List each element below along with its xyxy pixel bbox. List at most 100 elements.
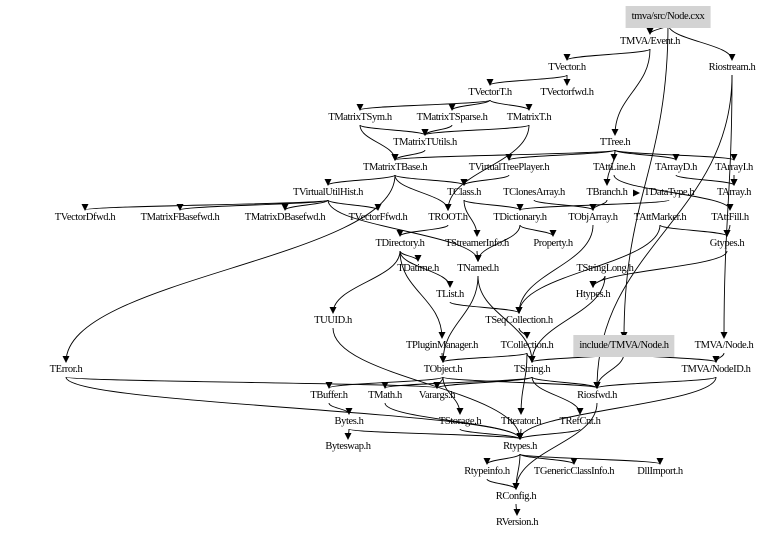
edge-n31-to-n38: [399, 250, 454, 288]
graph-node-riostream-h[interactable]: Riostream.h: [708, 62, 756, 73]
graph-node-tgenericclassinfo-h[interactable]: TGenericClassInfo.h: [533, 466, 615, 477]
edge-n44-to-n53: [593, 352, 625, 389]
graph-node-dllimport-h[interactable]: DllImport.h: [637, 466, 683, 477]
graph-node-tdictionary-h[interactable]: TDictionary.h: [493, 212, 547, 223]
edge-n43-to-n56: [517, 352, 528, 415]
edge-n54-to-n59: [348, 428, 524, 440]
graph-node-tlist-h[interactable]: TList.h: [436, 289, 464, 300]
graph-node-rtypes-h[interactable]: Rtypes.h: [503, 441, 537, 452]
graph-node-tstreamerinfo-h[interactable]: TStreamerInfo.h: [445, 238, 509, 249]
edge-n43-to-n47: [439, 352, 528, 363]
graph-node-tmatrixt-h[interactable]: TMatrixT.h: [506, 112, 552, 123]
graph-node-tmva-event-h[interactable]: TMVA/Event.h: [619, 36, 681, 47]
graph-node-tarrayd-h[interactable]: TArrayD.h: [655, 162, 697, 173]
graph-node-troot-h[interactable]: TROOT.h: [428, 212, 468, 223]
graph-node-tcollection-h[interactable]: TCollection.h: [500, 340, 554, 351]
graph-node-tbuffer-h[interactable]: TBuffer.h: [310, 390, 348, 401]
graph-node-tobjarray-h[interactable]: TObjArray.h: [568, 212, 618, 223]
edge-n11-to-n26: [394, 174, 452, 211]
edge-n31-to-n42: [399, 250, 446, 339]
edge-n10-to-n15: [614, 149, 738, 161]
graph-node-tmatrixfbasefwd-h[interactable]: TMatrixFBasefwd.h: [140, 212, 220, 223]
edge-n28-to-n41: [515, 224, 594, 314]
graph-node-tmatrixtsparse-h[interactable]: TMatrixTSparse.h: [416, 112, 488, 123]
graph-node-tattline-h[interactable]: TAttLine.h: [592, 162, 636, 173]
graph-node-trefcnt-h[interactable]: TRefCnt.h: [559, 416, 601, 427]
graph-node-tmatrixtsym-h[interactable]: TMatrixTSym.h: [328, 112, 392, 123]
graph-node-tdatime-h[interactable]: TDatime.h: [397, 263, 439, 274]
graph-node-tvirtualutilhist-h[interactable]: TVirtualUtilHist.h: [292, 187, 364, 198]
edge-n10-to-n11: [391, 149, 616, 161]
edge-n30-to-n34: [723, 224, 731, 237]
graph-node-gtypes-h[interactable]: Gtypes.h: [709, 238, 745, 249]
edge-n0-to-n2: [667, 23, 736, 61]
graph-node-tvector-h[interactable]: TVector.h: [548, 62, 586, 73]
graph-node-tclonesarray-h[interactable]: TClonesArray.h: [503, 187, 565, 198]
graph-node-tmva-src-node-cxx[interactable]: tmva/src/Node.cxx: [625, 6, 711, 28]
edge-n4-to-n8: [489, 99, 533, 111]
graph-node-tvectorfwd-h[interactable]: TVectorfwd.h: [540, 87, 594, 98]
graph-node-property-h[interactable]: Property.h: [533, 238, 573, 249]
graph-node-htypes-h[interactable]: Htypes.h: [575, 289, 611, 300]
graph-node-tattfill-h[interactable]: TAttFill.h: [711, 212, 749, 223]
graph-node-bytes-h[interactable]: Bytes.h: [334, 416, 364, 427]
edge-n32-to-n36: [474, 250, 482, 262]
graph-node-tobject-h[interactable]: TObject.h: [423, 364, 463, 375]
edge-n10-to-n12: [505, 149, 616, 161]
graph-node-tvectorffwd-h[interactable]: TVectorFfwd.h: [348, 212, 408, 223]
edge-n1-to-n3: [563, 48, 651, 61]
graph-node-varargs-h[interactable]: Varargs.h: [418, 390, 456, 401]
edge-n37-to-n39: [589, 275, 606, 288]
graph-node-tstorage-h[interactable]: TStorage.h: [438, 416, 482, 427]
graph-node-tbranch-h[interactable]: TBranch.h: [586, 187, 628, 198]
graph-node-tmatrixtbase-h[interactable]: TMatrixTBase.h: [362, 162, 428, 173]
graph-node-tuuid-h[interactable]: TUUID.h: [314, 315, 352, 326]
edge-n49-to-n59: [516, 376, 717, 440]
graph-node-tarrayi-h[interactable]: TArrayI.h: [715, 162, 753, 173]
graph-node-rversion-h[interactable]: RVersion.h: [495, 517, 539, 528]
graph-node-tarray-h[interactable]: TArray.h: [716, 187, 752, 198]
graph-node-riosfwd-h[interactable]: Riosfwd.h: [577, 390, 617, 401]
edge-n6-to-n11: [359, 124, 399, 161]
graph-node-tmatrixtutils-h[interactable]: TMatrixTUtils.h: [393, 137, 457, 148]
edge-n11-to-n17: [394, 174, 468, 186]
edge-n6-to-n9: [359, 124, 429, 136]
graph-node-tmva-nodeid-h[interactable]: TMVA/NodeID.h: [681, 364, 751, 375]
graph-node-tstringlong-h[interactable]: TStringLong.h: [576, 263, 634, 274]
edge-n41-to-n43: [518, 327, 531, 339]
graph-node-tstring-h[interactable]: TString.h: [513, 364, 551, 375]
edge-n48-to-n51: [381, 376, 533, 389]
edge-n53-to-n63: [512, 402, 598, 490]
graph-node-tpluginmanager-h[interactable]: TPluginManager.h: [405, 340, 479, 351]
edge-n11-to-n16: [324, 174, 396, 186]
graph-node-ttree-h[interactable]: TTree.h: [599, 137, 631, 148]
graph-node-include-tmva-node-h[interactable]: include/TMVA/Node.h: [573, 335, 675, 357]
graph-node-tmatrixdbasefwd-h[interactable]: TMatrixDBasefwd.h: [244, 212, 326, 223]
graph-node-tvectort-h[interactable]: TVectorT.h: [468, 87, 512, 98]
graph-node-tseqcollection-h[interactable]: TSeqCollection.h: [485, 315, 553, 326]
edge-n54-to-n58: [344, 428, 352, 440]
edge-n59-to-n60: [483, 453, 521, 465]
graph-node-tattmarker-h[interactable]: TAttMarker.h: [633, 212, 687, 223]
edge-n59-to-n62: [519, 453, 664, 465]
graph-node-tdatatype-h[interactable]: TDataType.h: [643, 187, 695, 198]
graph-node-tmva-node-h[interactable]: TMVA/Node.h: [694, 340, 754, 351]
graph-node-tclass-h[interactable]: TClass.h: [447, 187, 481, 198]
edge-n11-to-n46: [62, 174, 396, 363]
graph-node-rtypeinfo-h[interactable]: Rtypeinfo.h: [464, 466, 510, 477]
graph-node-titerator-h[interactable]: TIterator.h: [500, 416, 542, 427]
graph-node-tnamed-h[interactable]: TNamed.h: [457, 263, 499, 274]
graph-node-tmath-h[interactable]: TMath.h: [368, 390, 402, 401]
graph-node-tvectordfwd-h[interactable]: TVectorDfwd.h: [54, 212, 116, 223]
graph-node-byteswap-h[interactable]: Byteswap.h: [325, 441, 371, 452]
edge-n59-to-n63: [512, 453, 521, 490]
graph-node-rconfig-h[interactable]: RConfig.h: [495, 491, 537, 502]
edge-n31-to-n35: [399, 250, 422, 262]
graph-node-tvirtualtreeplayer-h[interactable]: TVirtualTreePlayer.h: [468, 162, 550, 173]
graph-node-tdirectory-h[interactable]: TDirectory.h: [375, 238, 425, 249]
edge-n36-to-n48: [477, 275, 536, 363]
graph-node-terror-h[interactable]: TError.h: [49, 364, 83, 375]
edge-n29-to-n34: [659, 224, 731, 237]
edge-n27-to-n33: [519, 224, 557, 237]
edge-n17-to-n32: [463, 199, 481, 237]
